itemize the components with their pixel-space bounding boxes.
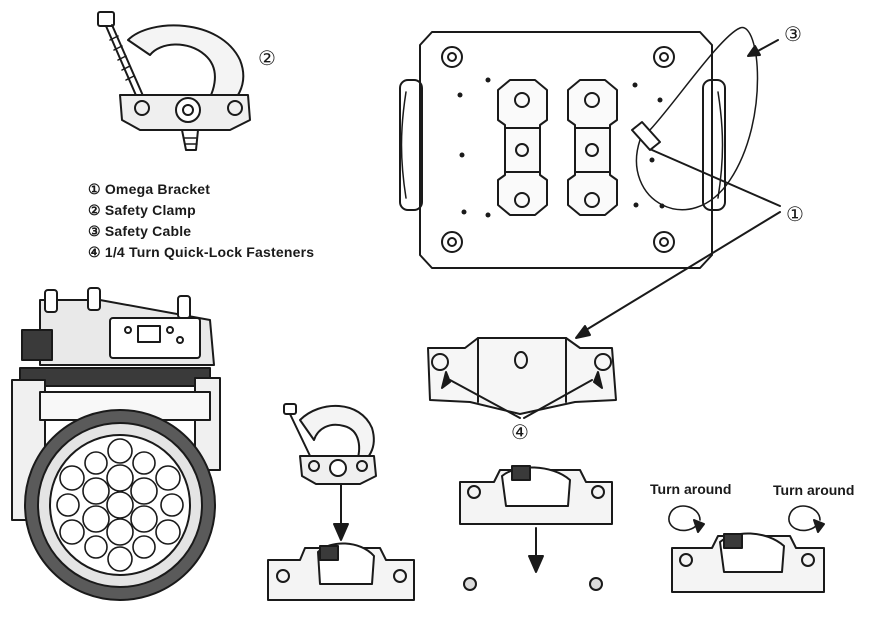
moving-head-fixture [11,287,221,601]
turn-arrow-right-icon [788,505,825,533]
callout-arrows [575,39,781,339]
step-clamp-attach [267,403,415,601]
legend: ① Omega Bracket ② Safety Clamp ③ Safety … [88,179,314,263]
step-insert-fasteners [459,465,613,591]
turn-around-label-left: Turn around [650,481,732,497]
turn-arrow-left-icon [668,505,705,533]
legend-item-fasteners: ④ 1/4 Turn Quick-Lock Fasteners [88,244,315,260]
legend-item-safety-cable: ③ Safety Cable [88,223,192,239]
omega-bracket-detail [427,337,617,419]
callout-clamp: ② [258,46,276,70]
legend-item-omega-bracket: ① Omega Bracket [88,181,211,197]
step-turn-fasteners [668,505,825,593]
turn-around-label-right: Turn around [773,482,855,498]
fixture-base-top-view [399,27,759,269]
legend-item-safety-clamp: ② Safety Clamp [88,202,196,218]
safety-clamp-illustration [97,11,251,151]
callout-fasteners: ④ [511,420,529,444]
callout-cable: ③ [784,22,802,46]
callout-bracket: ① [786,202,804,226]
